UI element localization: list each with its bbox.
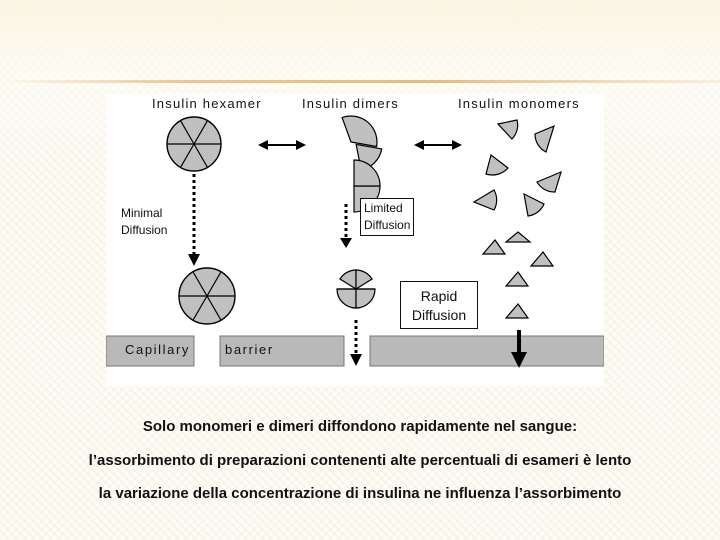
- decorative-rule: [0, 80, 720, 83]
- equilibrium-arrow-2: [414, 140, 462, 150]
- insulin-diffusion-diagram: Insulin hexamer Insulin dimers Insulin m…: [106, 94, 604, 386]
- hexamer-arrow-head: [188, 254, 200, 266]
- caption-line-3: la variazione della concentrazione di in…: [98, 485, 622, 502]
- label-minimal-diffusion: Minimal Diffusion: [118, 204, 171, 240]
- diagram-graphics: [106, 115, 604, 368]
- hexamer-top: [166, 116, 222, 172]
- equilibrium-arrow-1: [258, 140, 306, 150]
- barrier-label-barrier: barrier: [225, 342, 274, 357]
- caption-line-1: Solo monomeri e dimeri diffondono rapida…: [142, 418, 578, 435]
- title-monomers: Insulin monomers: [458, 96, 580, 111]
- monomer-shapes: [472, 119, 562, 319]
- hexamer-bottom: [178, 267, 236, 325]
- title-hexamer: Insulin hexamer: [152, 96, 262, 111]
- capillary-barrier: [106, 335, 604, 367]
- label-limited-diffusion: Limited Diffusion: [360, 198, 415, 236]
- monomer-arrow-head: [511, 352, 527, 368]
- label-rapid-diffusion: Rapid Diffusion: [400, 281, 478, 329]
- dimer-arrow-head-lower: [350, 354, 362, 366]
- caption-line-2: l’assorbimento di preparazioni contenent…: [88, 452, 632, 469]
- dimer-bottom: [336, 269, 376, 309]
- dimer-arrow-head-upper: [340, 238, 352, 248]
- dimer-top: [341, 115, 383, 171]
- title-dimers: Insulin dimers: [302, 96, 399, 111]
- barrier-label-capillary: Capillary: [125, 342, 190, 357]
